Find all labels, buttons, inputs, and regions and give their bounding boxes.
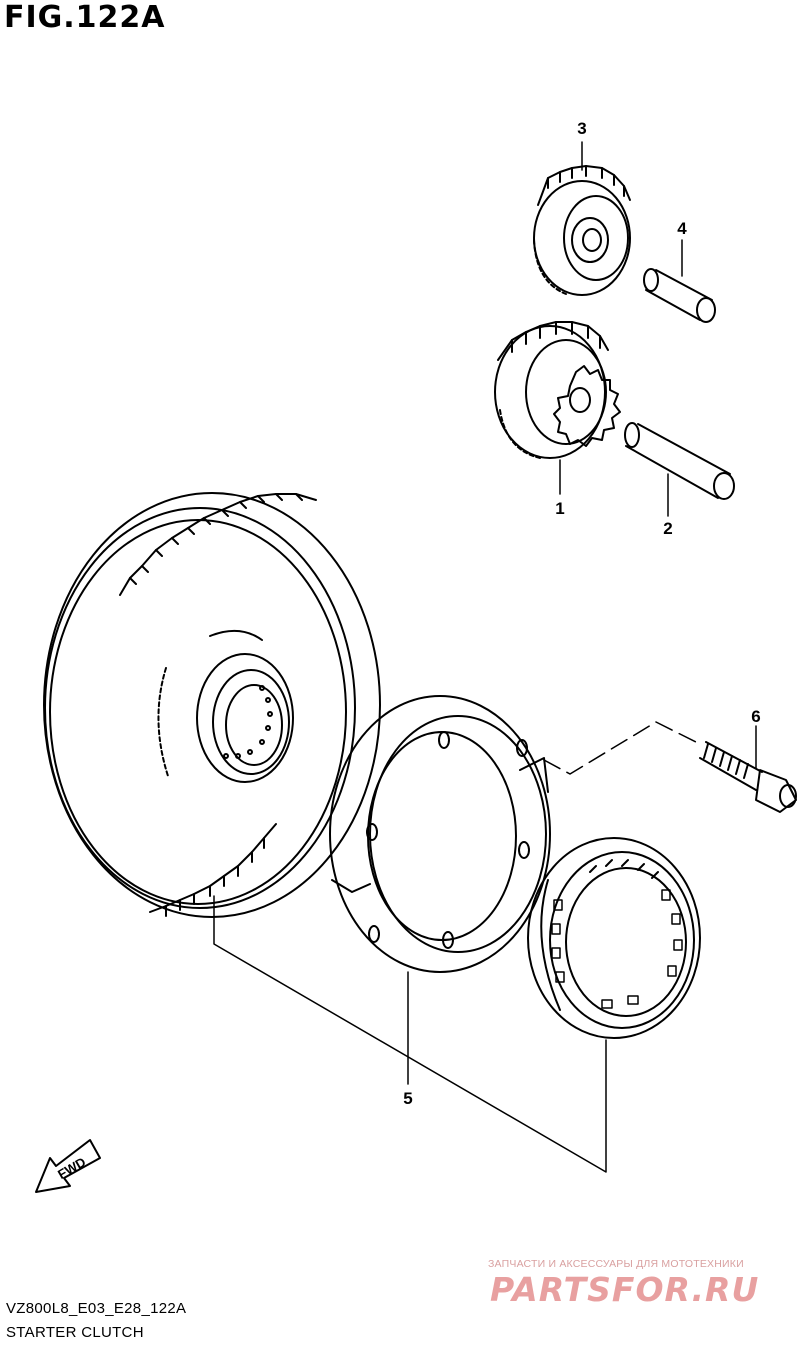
callout-4: 4: [677, 219, 687, 238]
callout-2: 2: [663, 519, 672, 538]
starter-clutch-body[interactable]: [329, 695, 551, 973]
starter-driven-gear[interactable]: [43, 492, 381, 918]
idle-gear-part-1[interactable]: [494, 321, 621, 459]
fwd-label: FWD: [55, 1154, 88, 1182]
callout-5: 5: [403, 1089, 412, 1108]
clutch-bolt-part-6[interactable]: [699, 741, 797, 813]
one-way-clutch[interactable]: [527, 837, 701, 1039]
callout-1: 1: [555, 499, 564, 518]
fwd-arrow: FWD: [35, 1139, 101, 1193]
idle-gear-part-3[interactable]: [533, 165, 631, 296]
section-title: STARTER CLUTCH: [6, 1324, 144, 1341]
idle-gear-shaft-part-4[interactable]: [643, 268, 716, 323]
idle-gear-shaft-part-2[interactable]: [624, 422, 735, 500]
watermark-subtitle: ЗАПЧАСТИ И АКСЕССУАРЫ ДЛЯ МОТОТЕХНИКИ: [488, 1258, 744, 1270]
model-code: VZ800L8_E03_E28_122A: [6, 1300, 187, 1317]
leader-lines: [213, 141, 757, 1173]
figure-title: FIG.122A: [4, 0, 166, 35]
watermark-brand: PARTSFOR.RU: [490, 1270, 760, 1309]
callout-3: 3: [577, 119, 586, 138]
callout-6: 6: [751, 707, 760, 726]
